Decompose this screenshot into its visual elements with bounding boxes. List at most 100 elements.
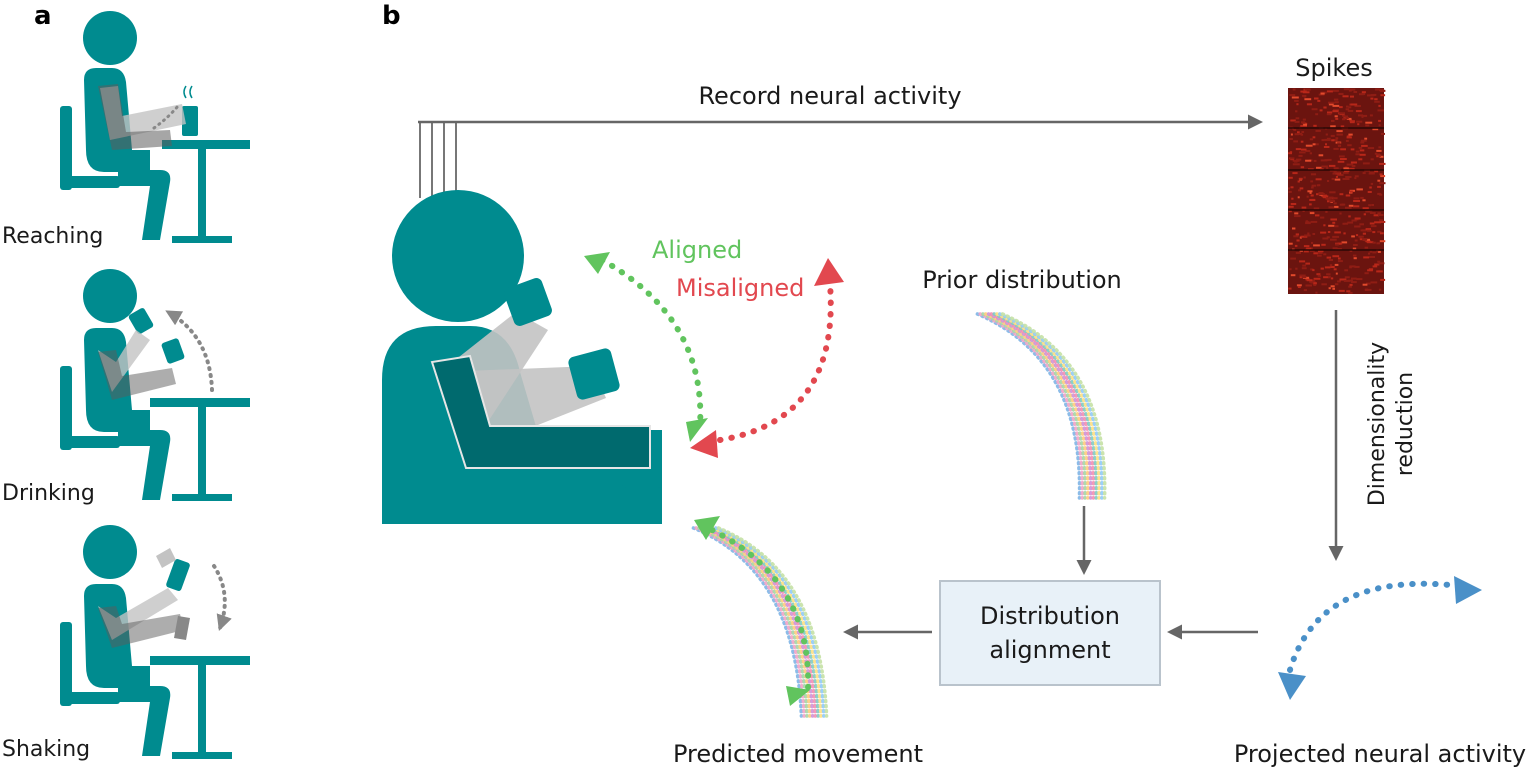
spike-mark (1377, 179, 1381, 182)
spike-mark (1333, 171, 1341, 174)
spike-mark (1324, 159, 1329, 162)
spike-mark (1372, 231, 1376, 234)
prior-curve (981, 312, 1087, 500)
spike-mark (1300, 124, 1307, 127)
spike-mark (1298, 154, 1303, 157)
spike-mark (1332, 255, 1340, 258)
spike-mark (1302, 118, 1306, 121)
spike-mark (1349, 265, 1356, 268)
spike-raster-icon (1288, 88, 1386, 294)
spike-mark (1342, 171, 1349, 174)
spike-mark (1325, 133, 1328, 136)
spike-mark (1369, 212, 1376, 214)
spike-mark (1333, 147, 1339, 150)
spike-mark (1330, 238, 1337, 241)
spike-mark (1368, 204, 1371, 207)
spike-mark (1359, 238, 1363, 241)
spike-mark (1327, 111, 1333, 114)
spike-mark (1323, 106, 1327, 109)
spike-mark (1335, 117, 1339, 120)
spike-mark (1368, 268, 1374, 271)
spike-mark (1327, 158, 1332, 161)
spike-mark (1328, 101, 1335, 104)
spike-mark (1310, 220, 1318, 223)
spike-mark (1333, 139, 1338, 142)
spike-mark (1362, 207, 1369, 210)
spike-mark (1288, 242, 1293, 245)
spike-mark (1353, 200, 1360, 202)
spike-mark (1339, 278, 1347, 281)
spike-mark (1323, 253, 1327, 256)
spike-mark (1354, 225, 1361, 228)
spike-mark (1345, 117, 1349, 120)
spike-mark (1337, 142, 1341, 145)
spike-mark (1296, 284, 1302, 287)
spike-mark (1294, 120, 1300, 123)
spike-mark (1328, 287, 1331, 290)
spike-mark (1292, 227, 1296, 230)
spike-mark (1341, 203, 1346, 206)
spike-mark (1359, 149, 1365, 152)
spike-mark (1292, 172, 1298, 175)
spike-mark (1335, 137, 1339, 140)
spike-mark (1372, 241, 1376, 244)
electrode-wires (419, 122, 457, 198)
prior-curve (992, 312, 1099, 500)
spike-mark (1301, 276, 1307, 278)
spike-mark (1349, 88, 1354, 91)
spike-mark (1313, 244, 1320, 247)
spike-mark (1370, 182, 1374, 185)
spike-mark (1369, 222, 1375, 225)
spike-mark (1380, 278, 1386, 281)
spike-mark (1337, 174, 1344, 176)
spike-mark (1294, 133, 1300, 136)
spike-mark (1362, 114, 1368, 117)
spike-mark (1359, 223, 1364, 226)
spike-mark (1318, 154, 1324, 157)
spike-mark (1378, 104, 1381, 107)
spike-mark (1337, 242, 1343, 245)
spike-mark (1366, 282, 1371, 285)
spike-mark (1353, 205, 1360, 208)
spike-mark (1347, 291, 1353, 294)
spike-mark (1296, 239, 1300, 242)
spike-mark (1342, 114, 1346, 117)
spike-mark (1332, 287, 1335, 290)
spike-mark (1295, 233, 1299, 236)
spike-mark (1317, 254, 1322, 257)
spike-mark (1349, 121, 1355, 124)
label-dist-line1: Distribution (980, 602, 1120, 630)
spike-mark (1378, 155, 1381, 157)
spike-mark (1335, 243, 1339, 246)
spike-mark (1325, 197, 1332, 200)
label-reaching: Reaching (2, 224, 103, 249)
label-dist-line2: alignment (989, 636, 1110, 664)
spike-mark (1319, 109, 1323, 112)
prior-curve (995, 312, 1101, 500)
spike-mark (1309, 152, 1312, 155)
spike-mark (1304, 234, 1311, 237)
spike-mark (1337, 280, 1341, 283)
spike-mark (1318, 184, 1321, 187)
spike-mark (1300, 235, 1308, 238)
spike-mark (1303, 123, 1307, 126)
spike-mark (1345, 176, 1352, 178)
spike-mark (1379, 162, 1386, 165)
spike-mark (1328, 259, 1333, 261)
spike-mark (1311, 184, 1317, 187)
spike-mark (1354, 265, 1360, 268)
spike-mark (1353, 257, 1357, 260)
spike-mark (1350, 148, 1355, 151)
spike-mark (1364, 137, 1368, 140)
spike-mark (1359, 93, 1364, 96)
spike-mark (1303, 245, 1310, 248)
spike-mark (1329, 264, 1333, 267)
spike-mark (1345, 139, 1349, 142)
spike-mark (1321, 165, 1328, 168)
spike-mark (1312, 279, 1315, 282)
projected-activity-arc (1287, 580, 1463, 673)
label-shaking: Shaking (2, 737, 90, 762)
spike-mark (1365, 228, 1371, 231)
spike-mark (1366, 229, 1372, 232)
spike-mark (1315, 129, 1321, 132)
